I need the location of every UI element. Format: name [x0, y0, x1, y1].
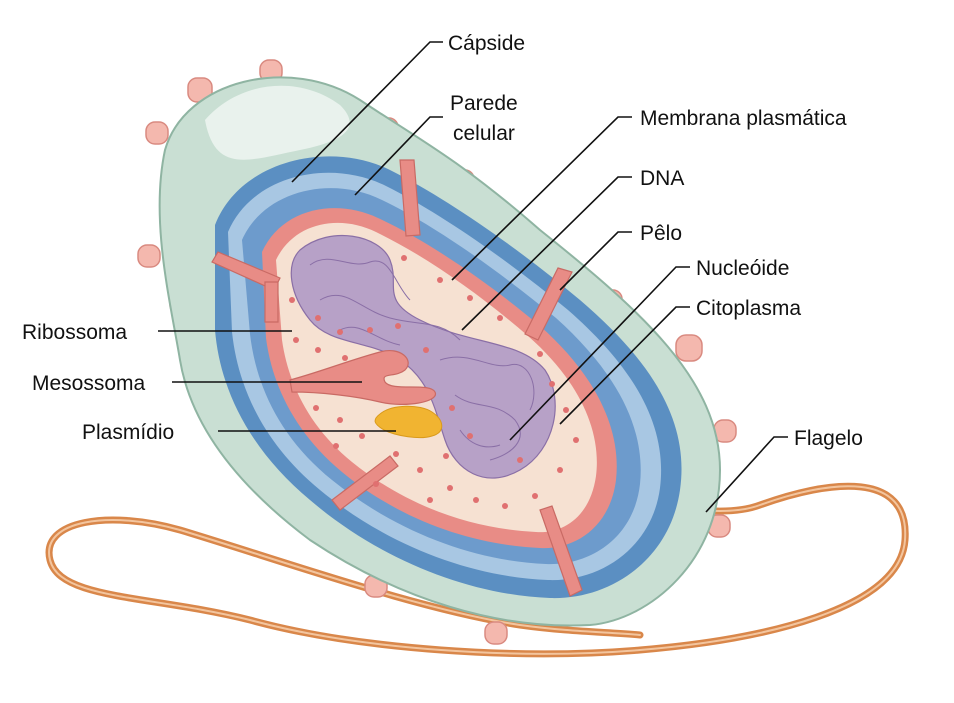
label-capside: Cápside: [448, 32, 525, 55]
ribosome: [497, 315, 503, 321]
ribosome: [395, 323, 401, 329]
ribosome: [549, 381, 555, 387]
ribosome: [359, 433, 365, 439]
mesosome: [289, 350, 436, 405]
nucleoid: [290, 235, 556, 479]
ribosome: [532, 493, 538, 499]
plasmid: [374, 405, 443, 439]
ribosome: [517, 457, 523, 463]
pilus: [145, 121, 169, 145]
ribosome: [417, 467, 423, 473]
label-parede-line1: Parede: [450, 92, 518, 115]
leader-capside: [291, 41, 443, 183]
ribosome: [537, 351, 543, 357]
leader-flagelo: [705, 436, 788, 513]
membrane-projection: [211, 251, 281, 291]
ribosome: [393, 451, 399, 457]
leader-parede: [354, 116, 443, 196]
dna-strand: [459, 429, 501, 448]
dna-strand: [309, 258, 411, 301]
ribosome: [557, 467, 563, 473]
leader-membrana: [451, 116, 632, 281]
ribosome: [447, 485, 453, 491]
ribosome: [473, 497, 479, 503]
dna-strand: [439, 356, 535, 411]
ribosome: [573, 437, 579, 443]
label-flagelo: Flagelo: [794, 427, 863, 450]
ribosome: [337, 417, 343, 423]
membrane-projection: [264, 281, 279, 323]
ribosome: [443, 453, 449, 459]
leader-dna: [461, 176, 632, 331]
ribosome: [449, 405, 455, 411]
label-ribossoma: Ribossoma: [22, 321, 127, 344]
ribosome: [401, 255, 407, 261]
label-citoplasma: Citoplasma: [696, 297, 801, 320]
ribosome: [313, 405, 319, 411]
label-pelo: Pêlo: [640, 222, 682, 245]
leader-citoplasma: [559, 306, 690, 425]
membrane-projections: [211, 159, 583, 597]
label-mesossoma: Mesossoma: [32, 372, 146, 395]
ribosome: [563, 407, 569, 413]
label-parede-line2: celular: [453, 122, 515, 145]
leader-lines: [158, 41, 788, 513]
ribosome: [315, 315, 321, 321]
ribosome: [293, 337, 299, 343]
pilus: [675, 334, 703, 362]
pilus: [484, 621, 508, 645]
membrane-projection: [331, 455, 399, 511]
ribosome: [423, 347, 429, 353]
label-membrana: Membrana plasmática: [640, 107, 847, 130]
membrane-projection: [524, 267, 573, 341]
ribosome: [437, 277, 443, 283]
label-plasmidio: Plasmídio: [82, 421, 174, 444]
pilus: [137, 244, 161, 268]
ribosomes: [289, 255, 579, 509]
leader-pelo: [559, 231, 632, 291]
ribosome: [337, 329, 343, 335]
flagellum-highlight: [48, 484, 907, 655]
ribosome: [315, 347, 321, 353]
ribosome: [289, 297, 295, 303]
ribosome: [427, 497, 433, 503]
ribosome: [467, 433, 473, 439]
ribosome: [342, 355, 348, 361]
ribosome: [467, 295, 473, 301]
dna-strand: [319, 294, 461, 341]
dna-strand: [454, 394, 521, 461]
ribosome: [333, 443, 339, 449]
leader-nucleoide: [509, 266, 690, 441]
label-dna: DNA: [640, 167, 684, 190]
ribosome: [367, 327, 373, 333]
ribosome: [373, 481, 379, 487]
ribosome: [502, 503, 508, 509]
capsule-highlight: [205, 85, 350, 160]
membrane-projection: [539, 505, 583, 597]
label-nucleoide: Nucleóide: [696, 257, 789, 280]
membrane-projection: [399, 159, 421, 237]
